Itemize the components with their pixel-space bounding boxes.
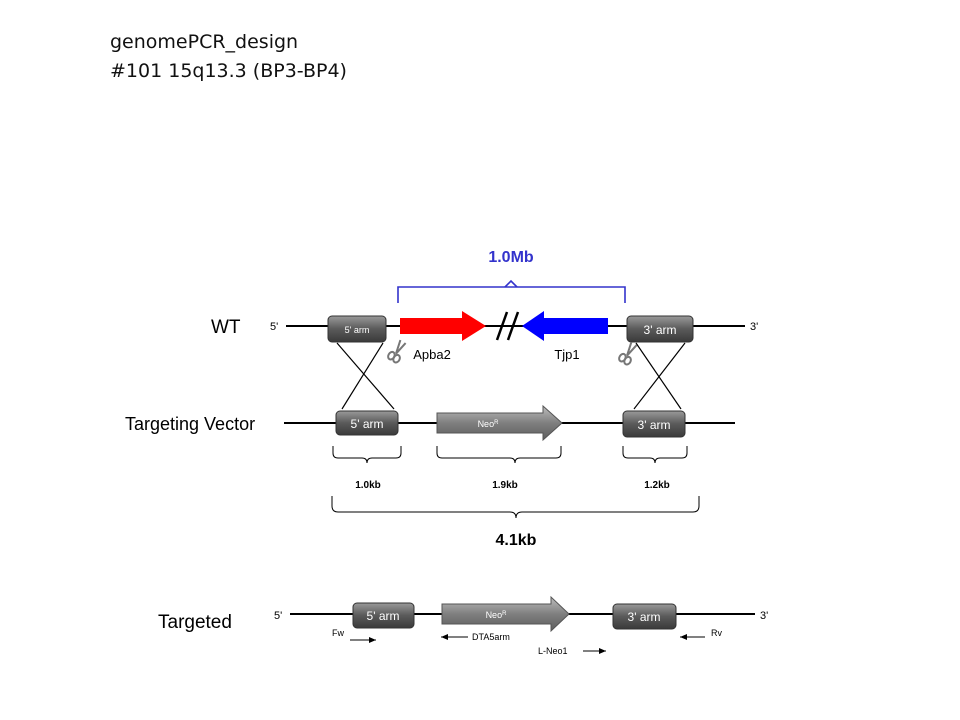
neo-size-label: 1.9kb [492,480,518,491]
apba2-label: Apba2 [413,347,451,362]
targeted-arm3-label: 3' arm [628,610,661,624]
targeted-arm3-box [612,603,677,630]
sequence-break-symbol [495,311,520,341]
deletion-size-label: 1.0Mb [488,249,534,266]
wt-five-prime-label: 5' [270,321,278,333]
tjp1-label: Tjp1 [554,347,579,362]
primer-rv-label: Rv [711,628,722,638]
vector-arm5-box [335,410,399,436]
arm3-size-label: 1.2kb [644,480,670,491]
targeted-five-prime-label: 5' [274,610,282,622]
targeted-three-prime-label: 3' [760,610,768,622]
primer-lneo-label: L-Neo1 [538,646,568,656]
primer-dta-label: DTA5arm [472,632,510,642]
primer-fw-label: Fw [332,628,344,638]
vector-arm3-label: 3' arm [638,418,671,432]
vector-neo-arrow [436,404,563,442]
scissors-icon [387,339,407,364]
vector-arm3-box [622,410,686,438]
wt-arm3-label: 3' arm [644,323,677,337]
page-title: genomePCR_design [110,31,299,53]
wt-arm3-box [626,315,694,343]
total-size-label: 4.1kb [496,532,537,549]
arm5-size-label: 1.0kb [355,480,381,491]
vector-label: Targeting Vector [125,414,255,434]
neo-size-brace [436,446,562,464]
crossover-right [633,342,686,410]
arm3-size-brace [622,446,688,464]
targeted-label: Targeted [158,612,232,633]
crossover-left [336,342,395,410]
targeted-arm5-box [352,602,415,629]
wt-three-prime-label: 3' [750,321,758,333]
deletion-bracket-peak [504,279,518,288]
targeted-arm5-label: 5' arm [367,609,400,623]
vector-neo-label: NeoR [478,419,500,429]
scissors-icon [618,341,638,366]
wt-arm5-box [327,315,387,343]
deletion-bracket [397,286,626,303]
arm5-size-brace [332,446,402,464]
targeted-neo-label: NeoR [486,610,508,620]
page-subtitle: #101 15q13.3 (BP3-BP4) [110,60,347,82]
wt-label: WT [211,317,241,338]
wt-arm5-label: 5' arm [345,325,370,335]
vector-arm5-label: 5' arm [351,417,384,431]
targeted-neo-arrow [441,595,570,633]
total-size-brace [331,496,700,519]
apba2-gene-arrow [400,311,486,341]
tjp1-gene-arrow [522,311,608,341]
